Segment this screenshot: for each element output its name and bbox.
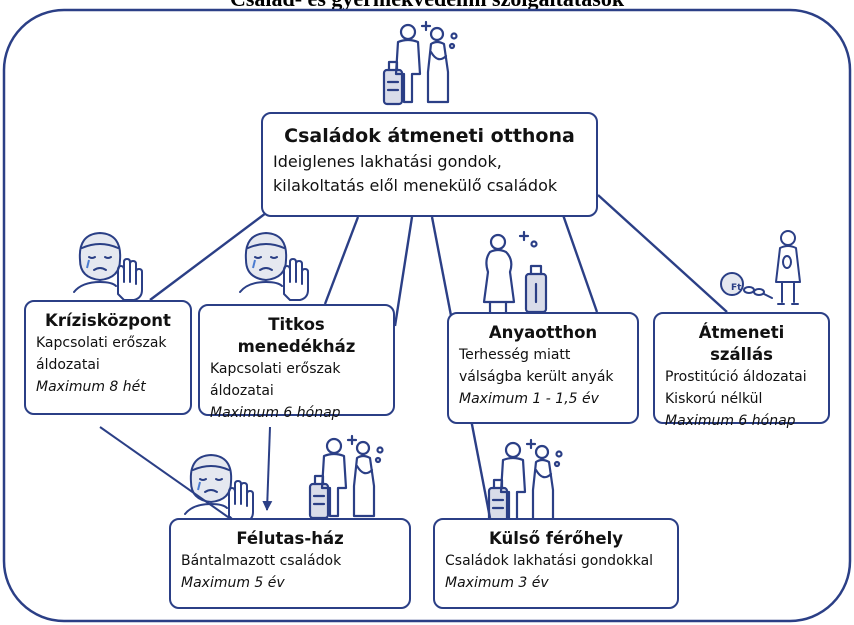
page-title: Család- és gyermekvédelmi szolgáltatások (0, 0, 854, 12)
node-felutas-haz: Félutas-ház Bántalmazott családok Maximu… (169, 518, 411, 609)
node-duration: Maximum 8 hét (36, 379, 146, 395)
node-duration: Maximum 5 év (181, 575, 285, 591)
node-anyaotthon: Anyaotthon Terhesség miatt válságba kerü… (447, 312, 639, 424)
family-luggage-icon (308, 434, 384, 520)
node-duration: Maximum 1 - 1,5 év (459, 391, 599, 407)
arrow-krizis-to-felutas (99, 426, 256, 537)
connector-titkos (323, 216, 360, 305)
node-kulso-ferohely: Külső férőhely Családok lakhatási gondok… (433, 518, 679, 609)
node-csaladok-atmeneti-otthona: Családok átmeneti otthona Ideiglenes lak… (261, 112, 598, 217)
arrows (99, 426, 273, 537)
node-line: Kapcsolati erőszak (36, 335, 167, 351)
node-line: Prostitúció áldozatai (665, 369, 807, 385)
node-title: Titkos menedékház (237, 315, 356, 356)
connector-felutas (393, 216, 414, 327)
crying-victim-icon (73, 232, 143, 301)
node-line: válságba került anyák (459, 369, 614, 385)
node-title: Átmeneti szállás (698, 323, 785, 364)
money-ball-label: Ft (731, 283, 742, 293)
node-line: Bántalmazott családok (181, 553, 342, 569)
node-duration: Maximum 6 hónap (665, 413, 796, 429)
connector-anya (560, 211, 599, 313)
node-duration: Maximum 6 hónap (210, 405, 341, 421)
node-line: Kiskorú nélkül (665, 391, 763, 407)
node-title: Családok átmeneti otthona (284, 125, 575, 147)
node-title: Anyaotthon (488, 323, 598, 342)
node-line: Családok lakhatási gondokkal (445, 553, 654, 569)
node-line: kilakoltatás elől menekülő családok (273, 176, 558, 195)
node-line: áldozatai (36, 357, 100, 373)
node-line: Terhesség miatt (459, 347, 571, 363)
node-duration: Maximum 3 év (445, 575, 549, 591)
node-line: Kapcsolati erőszak (210, 361, 341, 377)
crying-victim-icon (239, 232, 309, 301)
connector-atmeneti (597, 194, 728, 313)
diagram-frame (2, 8, 852, 623)
family-luggage-icon (382, 20, 458, 106)
node-line: Ideiglenes lakhatási gondok, (273, 152, 502, 171)
crying-victim-icon (184, 454, 254, 523)
family-luggage-icon (487, 438, 563, 524)
woman-chained-money-ball-icon (720, 230, 801, 305)
node-titkos-menedekhaz: Titkos menedékház Kapcsolati erőszak áld… (198, 304, 395, 421)
pregnant-woman-luggage-icon (482, 230, 548, 316)
node-title: Félutas-ház (236, 529, 344, 548)
node-line: áldozatai (210, 383, 274, 399)
arrow-titkos-to-felutas (262, 426, 273, 511)
node-atmeneti-szallas: Átmeneti szállás Prostitúció áldozatai K… (653, 312, 830, 429)
node-title: Krízisközpont (45, 311, 171, 330)
node-krizisk-ozpont: Krízisközpont Kapcsolati erőszak áldozat… (24, 300, 192, 415)
node-title: Külső férőhely (489, 529, 623, 548)
